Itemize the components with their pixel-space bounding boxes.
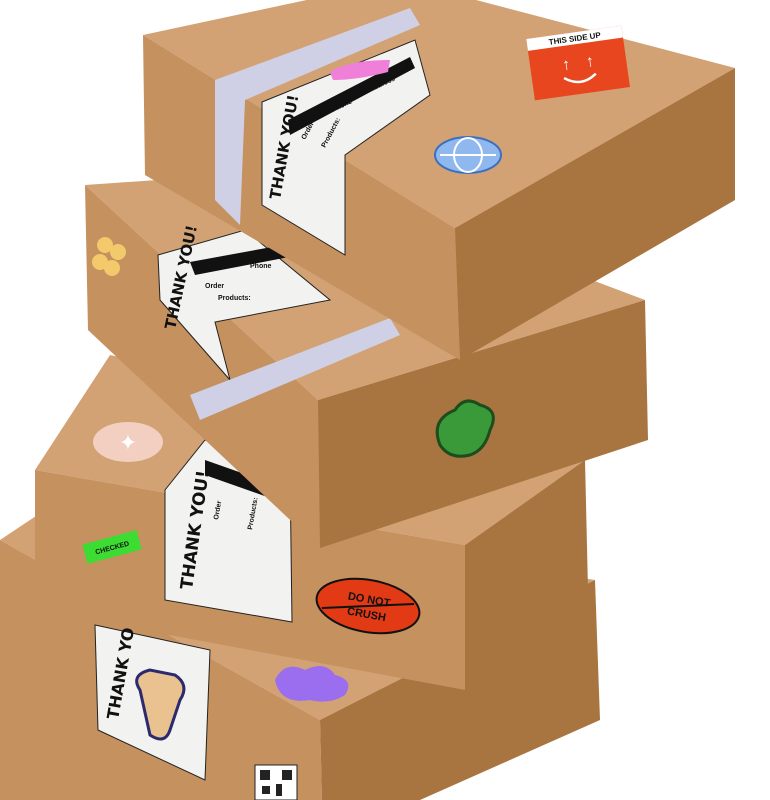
- ok-hand-sticker-icon: [435, 399, 495, 458]
- do-not-crush-sticker: DO NOT CRUSH: [315, 577, 421, 635]
- order-label-second: Order: [205, 283, 224, 290]
- order-label-third: Order: [213, 500, 223, 520]
- this-side-up-sticker: THIS SIDE UP ↑ ↑: [526, 25, 630, 101]
- products-label-second: Products:: [218, 295, 251, 302]
- flower-sticker-icon: [92, 237, 126, 276]
- hand-sticker-icon: [135, 668, 186, 741]
- checked-sticker: CHECKED: [82, 530, 142, 564]
- purple-blob-sticker-icon: [275, 666, 349, 702]
- box-top: THANK YOU! Order Phone Address Products:…: [143, 0, 735, 360]
- tape-strip-top: [215, 8, 420, 225]
- holographic-star-sticker-icon: [93, 422, 163, 462]
- tape-strip: [190, 318, 400, 420]
- svg-text:✦: ✦: [119, 430, 137, 455]
- pink-hand-logo-icon: [330, 60, 390, 80]
- arrow-up-icon: ↑: [561, 56, 571, 74]
- arrow-up-icon: ↑: [585, 53, 595, 71]
- phone-label-second: Phone: [250, 263, 271, 270]
